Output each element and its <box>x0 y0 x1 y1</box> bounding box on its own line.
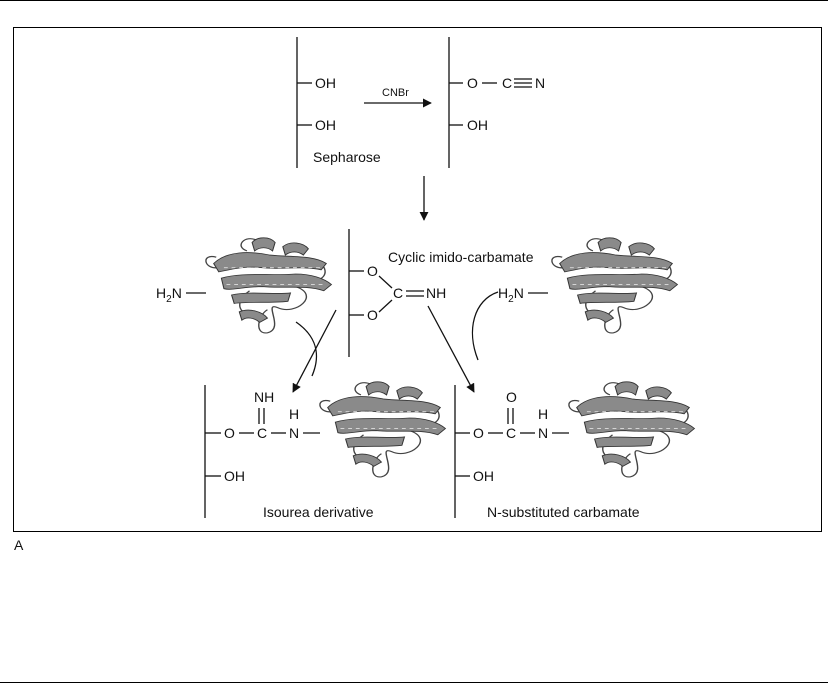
o-atom: O <box>467 75 478 91</box>
isourea-label: Isourea derivative <box>263 504 374 520</box>
protein-ribbon-icon <box>569 382 695 477</box>
carbamate-label: N-substituted carbamate <box>487 504 640 520</box>
amine-label: H2N <box>156 285 182 305</box>
c-atom: C <box>506 425 516 441</box>
intermediate-label: Cyclic imido-carbamate <box>388 249 534 265</box>
oh-group: OH <box>224 468 245 484</box>
reagent-label: CNBr <box>382 87 409 99</box>
oh-group: OH <box>467 117 488 133</box>
nh-group: NH <box>426 285 446 301</box>
n-atom: N <box>289 425 299 441</box>
c-atom: C <box>393 285 403 301</box>
o-atom: O <box>367 263 378 279</box>
n-atom: N <box>535 75 545 91</box>
oh-group: OH <box>473 468 494 484</box>
oh-group: OH <box>315 117 336 133</box>
h-atom: H <box>289 406 299 422</box>
protein-left: H2N <box>156 238 331 333</box>
carbamate-product: O C O N H OH N-substituted carbamate <box>455 382 694 520</box>
c-atom: C <box>502 75 512 91</box>
activated-matrix: O C N OH <box>449 37 545 168</box>
oh-group: OH <box>315 75 336 91</box>
attack-arrow-right <box>472 292 498 360</box>
o-atom: O <box>506 389 517 405</box>
h-atom: H <box>538 406 548 422</box>
sepharose-label: Sepharose <box>313 149 381 165</box>
protein-ribbon-icon <box>320 382 446 477</box>
o-atom: O <box>473 425 484 441</box>
c-atom: C <box>257 425 267 441</box>
nh-group: NH <box>254 389 274 405</box>
pathway-arrow-left <box>293 310 336 392</box>
protein-ribbon-icon <box>206 238 332 333</box>
n-atom: N <box>538 425 548 441</box>
o-atom: O <box>367 307 378 323</box>
pathway-arrow-right <box>428 306 474 392</box>
isourea-product: O C NH N H OH Isourea derivative <box>205 382 445 520</box>
o-atom: O <box>224 425 235 441</box>
panel-letter: A <box>14 537 24 553</box>
amine-label: H2N <box>498 285 524 305</box>
protein-ribbon-icon <box>552 238 678 333</box>
